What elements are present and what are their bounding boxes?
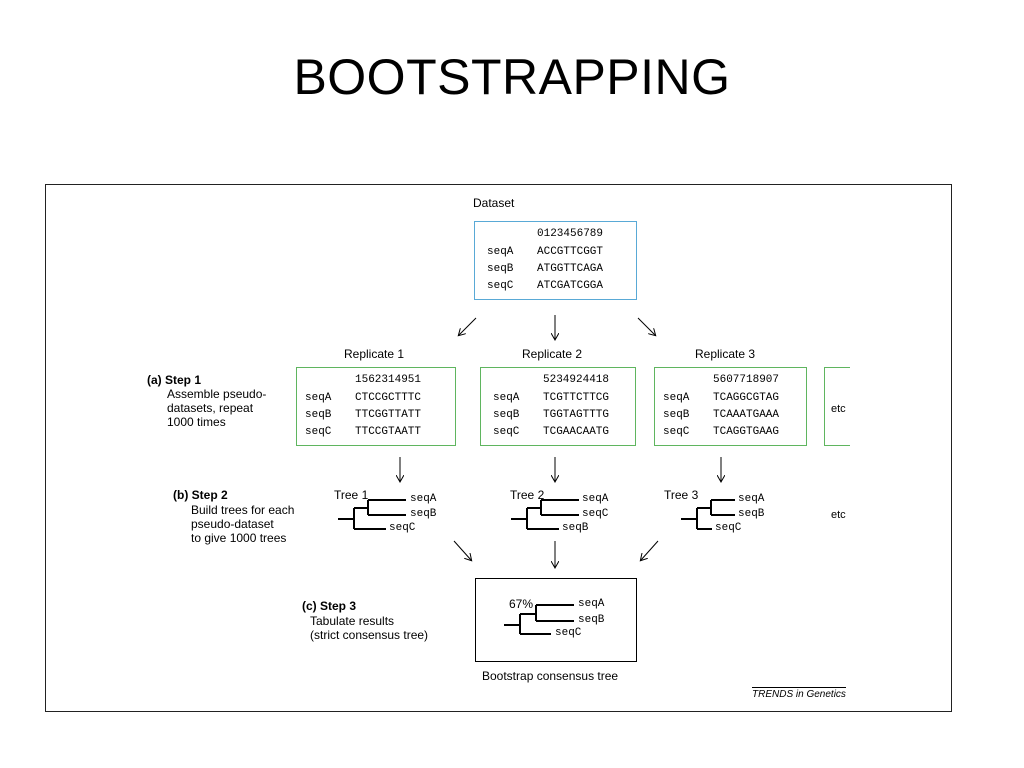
- step-1-desc: Assemble pseudo- datasets, repeat 1000 t…: [167, 387, 266, 429]
- replicate-1-box: 1562314951 seqA CTCCGCTTTC seqB TTCGGTTA…: [296, 367, 456, 446]
- step-desc-line: pseudo-dataset: [191, 517, 274, 531]
- arrow-tree1-to-consensus: [453, 540, 471, 560]
- source-credit: TRENDS in Genetics: [752, 687, 846, 700]
- replicate-row-name: seqC: [493, 426, 520, 438]
- replicate-positions: 5607718907: [713, 374, 780, 386]
- replicate-row-seq: TGGTAGTTTG: [543, 409, 610, 421]
- replicate-row-name: seqC: [305, 426, 332, 438]
- dataset-row-name: seqA: [487, 246, 514, 258]
- replicate-row-seq: CTCCGCTTTC: [355, 392, 422, 404]
- replicate-row-name: seqA: [305, 392, 332, 404]
- step-desc-line: Build trees for each: [191, 503, 295, 517]
- replicate-row-name: seqB: [493, 409, 520, 421]
- replicate-positions: 5234924418: [543, 374, 610, 386]
- tree-leaf-label: seqA: [582, 493, 609, 505]
- replicate-row-name: seqB: [663, 409, 690, 421]
- tree1-branches: [338, 499, 406, 530]
- replicate-row-seq: TTCGGTTATT: [355, 409, 422, 421]
- replicate-row-seq: TTCCGTAATT: [355, 426, 422, 438]
- step-1-head: (a) Step 1: [147, 373, 202, 387]
- step-3-head: (c) Step 3: [302, 599, 357, 613]
- replicate-3-label: Replicate 3: [695, 347, 756, 361]
- replicate-row-name: seqC: [663, 426, 690, 438]
- consensus-caption: Bootstrap consensus tree: [482, 669, 619, 683]
- replicate-1-label: Replicate 1: [344, 347, 405, 361]
- tree-leaf-label: seqB: [562, 522, 589, 534]
- tree-leaf-label: seqB: [578, 614, 605, 626]
- tree-leaf-label: seqC: [715, 522, 742, 534]
- etc-box: etc: [824, 367, 850, 446]
- replicate-row-seq: TCAGGTGAAG: [713, 426, 780, 438]
- etc-trees-label: etc: [831, 509, 846, 521]
- replicate-positions: 1562314951: [355, 374, 422, 386]
- replicate-row-seq: TCGAACAATG: [543, 426, 610, 438]
- dataset-positions: 0123456789: [537, 228, 604, 240]
- consensus-support-label: 67%: [509, 597, 534, 611]
- consensus-box: [475, 578, 637, 662]
- step-desc-line: 1000 times: [167, 415, 226, 429]
- dataset-row-seq: ACCGTTCGGT: [537, 246, 604, 258]
- tree-leaf-label: seqC: [389, 522, 416, 534]
- arrow-tree3-to-consensus: [641, 540, 659, 560]
- step-desc-line: to give 1000 trees: [191, 531, 287, 545]
- tree3-branches: [681, 499, 735, 530]
- dataset-row-name: seqB: [487, 263, 514, 275]
- tree-leaf-label: seqC: [555, 627, 582, 639]
- tree-leaf-label: seqC: [582, 508, 609, 520]
- step-desc-line: datasets, repeat: [167, 401, 254, 415]
- tree-leaf-label: seqB: [738, 508, 765, 520]
- connector-lines: [338, 315, 735, 635]
- tree2-branches: [511, 499, 579, 530]
- replicate-row-seq: TCAAATGAAA: [713, 409, 780, 421]
- tree-leaf-label: seqA: [578, 598, 605, 610]
- replicate-row-name: seqA: [663, 392, 690, 404]
- replicate-row-name: seqB: [305, 409, 332, 421]
- consensus-tree-branches: [504, 604, 574, 635]
- dataset-row-name: seqC: [487, 280, 514, 292]
- tree-3-label: Tree 3: [664, 488, 699, 502]
- dataset-row-seq: ATCGATCGGA: [537, 280, 604, 292]
- etc-label: etc: [831, 403, 846, 415]
- step-desc-line: (strict consensus tree): [310, 628, 429, 642]
- replicate-row-name: seqA: [493, 392, 520, 404]
- tree-1-label: Tree 1: [334, 488, 369, 502]
- step-2-head: (b) Step 2: [173, 488, 228, 502]
- replicate-3-box: 5607718907 seqA TCAGGCGTAG seqB TCAAATGA…: [654, 367, 807, 446]
- tree-leaf-label: seqB: [410, 508, 437, 520]
- dataset-row-seq: ATGGTTCAGA: [537, 263, 604, 275]
- step-2-desc: Build trees for each pseudo-dataset to g…: [191, 503, 294, 545]
- arrow-dataset-to-rep3: [637, 317, 655, 335]
- tree-2-label: Tree 2: [510, 488, 545, 502]
- dataset-box: 0123456789 seqA ACCGTTCGGT seqB ATGGTTCA…: [474, 221, 637, 300]
- figure-frame: Dataset 0123456789 seqA ACCGTTCGGT seqB …: [45, 184, 952, 712]
- replicate-row-seq: TCAGGCGTAG: [713, 392, 780, 404]
- step-desc-line: Tabulate results: [310, 614, 395, 628]
- arrow-dataset-to-rep1: [459, 317, 477, 335]
- replicate-row-seq: TCGTTCTTCG: [543, 392, 610, 404]
- tree-leaf-label: seqA: [410, 493, 437, 505]
- tree-leaf-label: seqA: [738, 493, 765, 505]
- replicate-2-box: 5234924418 seqA TCGTTCTTCG seqB TGGTAGTT…: [480, 367, 636, 446]
- dataset-label: Dataset: [473, 196, 515, 210]
- replicate-2-label: Replicate 2: [522, 347, 583, 361]
- slide-title: BOOTSTRAPPING: [293, 49, 731, 105]
- step-desc-line: Assemble pseudo-: [167, 387, 267, 401]
- step-3-desc: Tabulate results (strict consensus tree): [310, 614, 428, 642]
